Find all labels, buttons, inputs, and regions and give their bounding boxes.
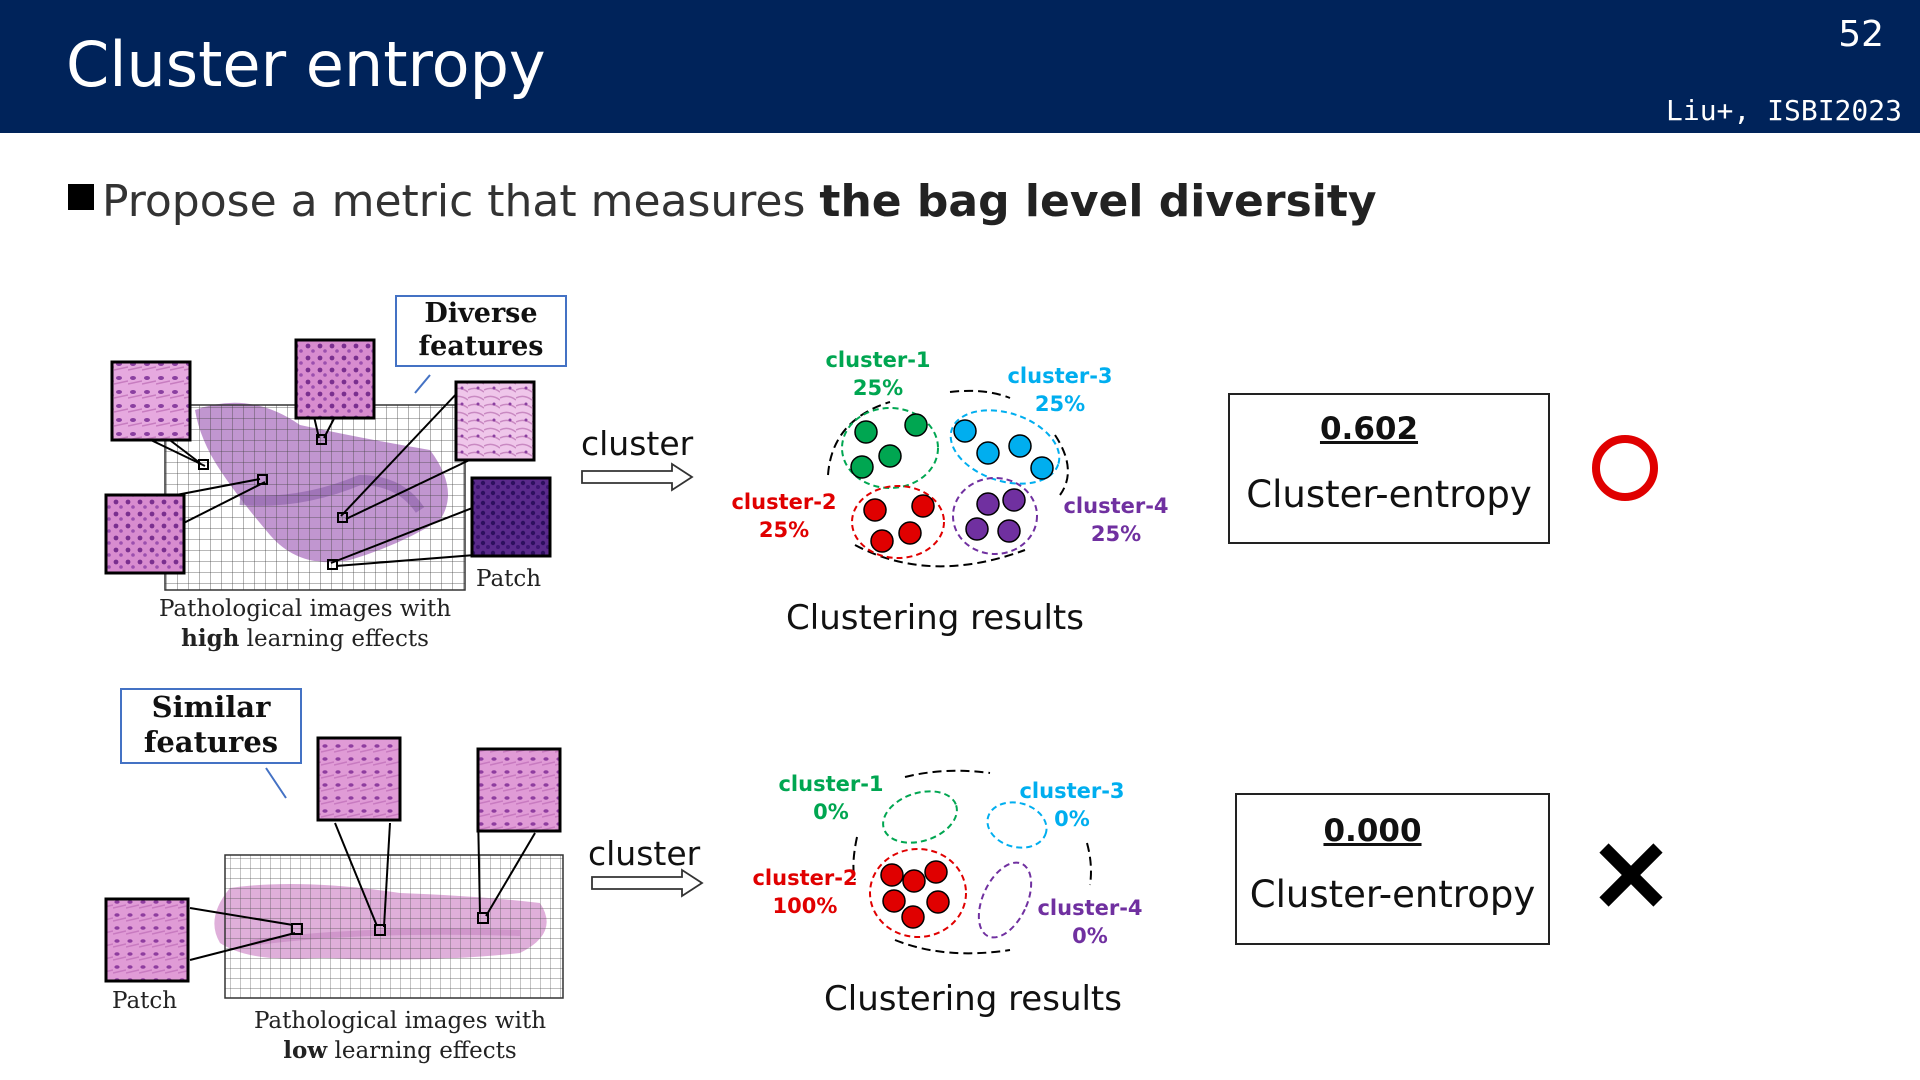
circle-icon xyxy=(1592,435,1658,501)
bottom-score-label: Cluster-entropy xyxy=(1249,873,1536,916)
top-cluster-3-percent: 25% xyxy=(1034,392,1086,416)
top-cluster-1-label: cluster-1 25% xyxy=(818,346,938,402)
bottom-cluster-3-label: cluster-3 0% xyxy=(1012,777,1132,833)
bottom-caption-line1: Pathological images with xyxy=(253,1008,547,1034)
bottom-cluster-4-label: cluster-4 0% xyxy=(1030,894,1150,950)
top-cluster-3-label: cluster-3 25% xyxy=(1000,362,1120,418)
top-cluster-2-percent: 25% xyxy=(758,518,810,542)
top-score-label: Cluster-entropy xyxy=(1246,473,1532,516)
slide-header: Cluster entropy 52 Liu+, ISBI2023 xyxy=(0,0,1920,133)
top-patch-label: Patch xyxy=(476,566,542,592)
bottom-caption-rest: learning effects xyxy=(327,1038,517,1064)
bottom-feature-label-line1: Similar xyxy=(151,690,271,724)
top-cluster-3-name: cluster-3 xyxy=(1007,364,1113,388)
bottom-cluster-2-name: cluster-2 xyxy=(752,866,858,890)
bullet-square-icon xyxy=(68,184,94,210)
bottom-feature-label: Similar features xyxy=(120,688,302,764)
top-arrow-label: cluster xyxy=(581,424,694,463)
top-feature-label-line1: Diverse xyxy=(424,298,538,329)
bottom-arrow-label: cluster xyxy=(588,834,701,873)
bottom-arrow-icon xyxy=(591,868,704,898)
bottom-caption-line2: low learning effects xyxy=(242,1036,558,1066)
top-cluster-diagram xyxy=(827,389,1069,568)
top-cluster-1-percent: 25% xyxy=(852,376,904,400)
bottom-caption: Pathological images with low learning ef… xyxy=(242,1006,558,1066)
top-caption-bold: high xyxy=(181,625,240,652)
bottom-cluster-4-percent: 0% xyxy=(1072,924,1108,948)
bottom-caption-bold: low xyxy=(283,1037,328,1064)
bottom-clustering-results-title: Clustering results xyxy=(824,979,1122,1019)
top-score-box: 0.602 Cluster-entropy xyxy=(1228,393,1550,544)
bottom-pathology-figure xyxy=(104,736,564,999)
top-cluster-4-label: cluster-4 25% xyxy=(1056,492,1176,548)
top-cluster-2-name: cluster-2 xyxy=(731,490,837,514)
bullet-point: Propose a metric that measures the bag l… xyxy=(68,176,1377,227)
top-pathology-figure xyxy=(104,338,552,591)
top-feature-label-line2: features xyxy=(418,331,544,362)
bottom-score-box: 0.000 Cluster-entropy xyxy=(1235,793,1550,945)
top-feature-label: Diverse features xyxy=(395,295,567,367)
top-cluster-2-label: cluster-2 25% xyxy=(724,488,844,544)
bottom-score-value: 0.000 xyxy=(1323,813,1422,849)
bottom-cluster-3-name: cluster-3 xyxy=(1019,779,1125,803)
bottom-cluster-1-percent: 0% xyxy=(813,800,849,824)
cross-icon xyxy=(1599,843,1663,907)
top-caption-rest: learning effects xyxy=(239,626,429,652)
bottom-cluster-3-percent: 0% xyxy=(1054,807,1090,831)
page-number: 52 xyxy=(1838,14,1884,55)
bullet-text: Propose a metric that measures xyxy=(102,176,820,227)
bottom-cluster-diagram xyxy=(852,769,1092,955)
bottom-cluster-1-label: cluster-1 0% xyxy=(771,770,891,826)
top-caption-line2: high learning effects xyxy=(150,624,460,654)
bullet-bold-text: the bag level diversity xyxy=(819,176,1377,227)
top-score-value: 0.602 xyxy=(1319,411,1419,447)
top-cluster-4-name: cluster-4 xyxy=(1063,494,1169,518)
top-cluster-4-percent: 25% xyxy=(1090,522,1142,546)
top-caption-line1: Pathological images with xyxy=(158,596,452,622)
citation: Liu+, ISBI2023 xyxy=(1665,94,1902,127)
bottom-cluster-2-percent: 100% xyxy=(772,894,838,918)
top-arrow-icon xyxy=(581,462,694,492)
top-caption: Pathological images with high learning e… xyxy=(150,594,460,654)
bottom-cluster-2-label: cluster-2 100% xyxy=(745,864,865,920)
bottom-cluster-1-name: cluster-1 xyxy=(778,772,884,796)
bottom-feature-label-line2: features xyxy=(143,725,279,759)
top-clustering-results-title: Clustering results xyxy=(786,598,1084,638)
slide-title: Cluster entropy xyxy=(66,28,546,101)
top-cluster-1-name: cluster-1 xyxy=(825,348,931,372)
bottom-cluster-4-name: cluster-4 xyxy=(1037,896,1143,920)
bottom-patch-label: Patch xyxy=(112,988,178,1014)
